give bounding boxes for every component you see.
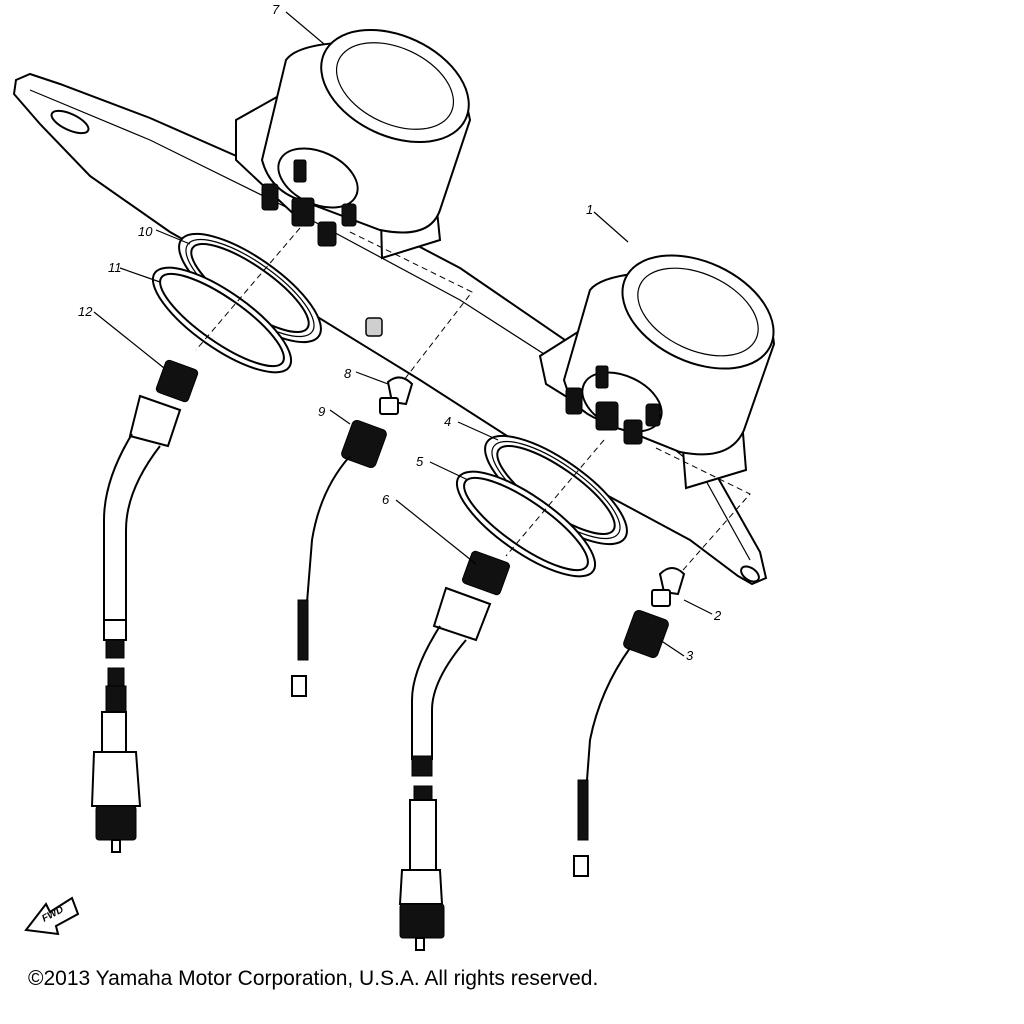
meter-cable-12	[90, 359, 199, 853]
callout-10: 10	[138, 224, 153, 239]
callout-9: 9	[318, 404, 325, 419]
fwd-arrow-icon: FWD	[24, 896, 80, 936]
callout-6: 6	[382, 492, 390, 507]
callout-8: 8	[344, 366, 352, 381]
bulb-8	[379, 376, 414, 415]
copyright-notice: ©2013 Yamaha Motor Corporation, U.S.A. A…	[28, 967, 599, 990]
seal-ring-5	[455, 470, 597, 578]
lamp-socket-3	[573, 609, 669, 877]
callout-12: 12	[78, 304, 93, 319]
mounting-bracket	[12, 72, 768, 586]
meter-assembly-7	[235, 28, 472, 260]
callout-1: 1	[586, 202, 593, 217]
meter-assembly-1	[538, 254, 776, 490]
callout-2: 2	[713, 608, 722, 623]
callout-labels: 7 1 10 11 12 8 9 4 5 6 2 3	[78, 2, 722, 663]
assembly-guide-lines	[195, 227, 751, 579]
lamp-socket-9	[291, 419, 387, 697]
leader-lines	[93, 11, 713, 657]
callout-5: 5	[416, 454, 424, 469]
callout-11: 11	[108, 260, 122, 275]
callout-7: 7	[272, 2, 280, 17]
meter-cable-6	[398, 550, 510, 951]
callout-4: 4	[444, 414, 451, 429]
callout-3: 3	[686, 648, 694, 663]
bulb-2	[651, 567, 686, 607]
